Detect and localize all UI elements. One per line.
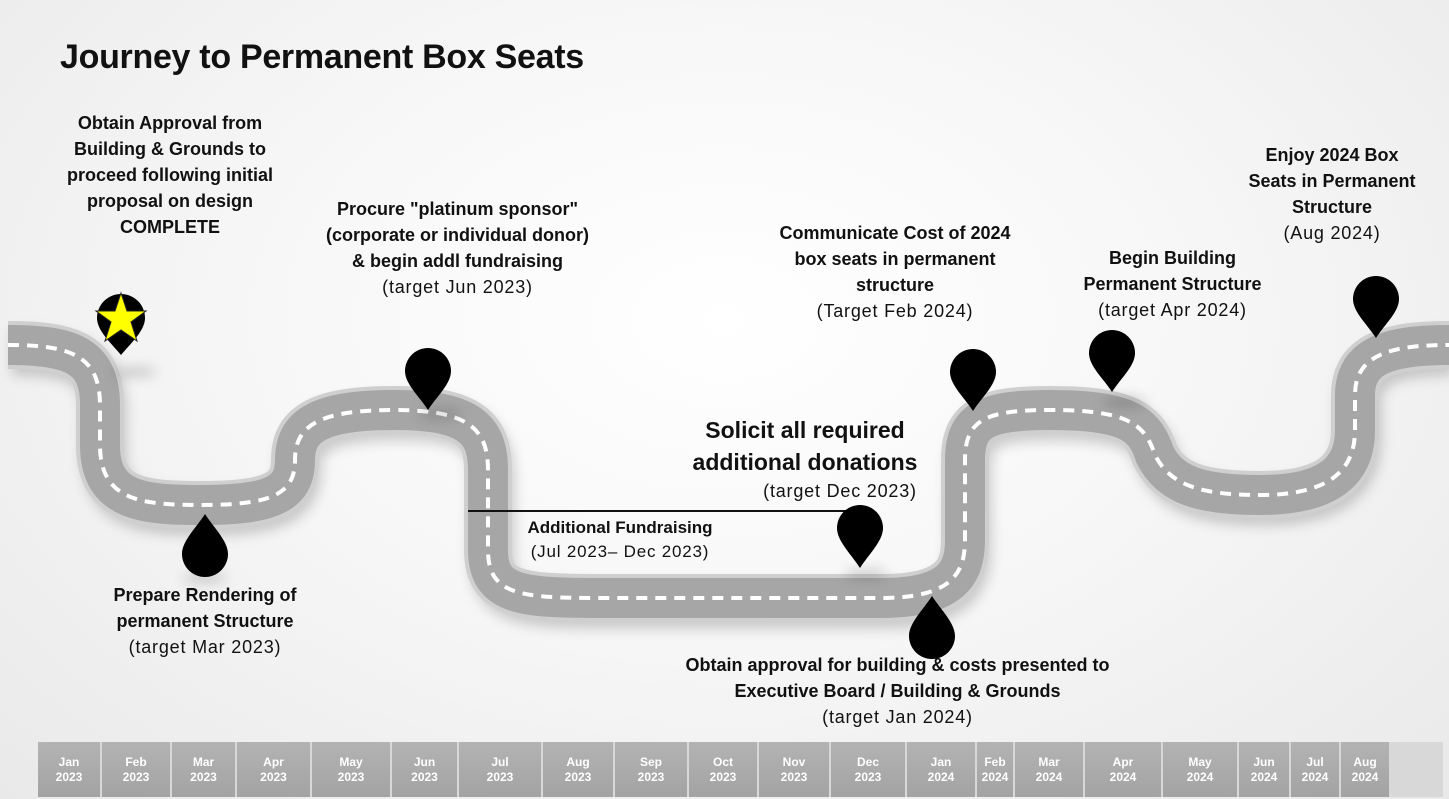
- map-pin-icon: [405, 348, 451, 410]
- milestone-solicit-donations: Solicit all required additional donation…: [680, 414, 930, 504]
- milestone-platinum-sponsor: Procure "platinum sponsor" (corporate or…: [325, 196, 590, 300]
- map-pin-icon: [837, 505, 883, 568]
- star-icon: [94, 291, 148, 355]
- milestone-title: Begin Building Permanent Structure: [1083, 248, 1262, 294]
- map-pin-icon: [182, 514, 228, 577]
- map-pin-icon: [950, 349, 996, 411]
- milestone-title: Communicate Cost of 2024 box seats in pe…: [779, 223, 1011, 295]
- milestone-title: Additional Fundraising: [527, 518, 713, 537]
- road-diagram: [7, 276, 1449, 659]
- map-pin-icon: [1353, 276, 1399, 338]
- milestone-title: Prepare Rendering of permanent Structure: [113, 585, 297, 631]
- milestone-additional-fundraising: Additional Fundraising (Jul 2023– Dec 20…: [500, 516, 740, 564]
- page-title: Journey to Permanent Box Seats: [60, 38, 584, 76]
- milestone-begin-building: Begin Building Permanent Structure (targ…: [1070, 245, 1275, 323]
- milestone-date: (Jul 2023– Dec 2023): [530, 542, 710, 561]
- milestone-date: (target Apr 2024): [1098, 300, 1247, 320]
- milestone-date: (Aug 2024): [1283, 223, 1381, 243]
- lane-marking: [7, 343, 1449, 600]
- map-pin-icon: [909, 596, 955, 659]
- milestone-exec-board-approval: Obtain approval for building & costs pre…: [650, 652, 1145, 730]
- milestone-approval-complete: Obtain Approval from Building & Grounds …: [40, 110, 300, 240]
- map-pin-icon: [1089, 330, 1135, 392]
- milestone-title: Solicit all required additional donation…: [692, 417, 918, 475]
- milestone-date: (Target Feb 2024): [816, 301, 974, 321]
- milestone-title: Obtain approval for building & costs pre…: [685, 655, 1110, 701]
- milestone-communicate-cost: Communicate Cost of 2024 box seats in pe…: [775, 220, 1015, 324]
- milestone-title: Enjoy 2024 Box Seats in Permanent Struct…: [1248, 145, 1416, 217]
- milestone-date: (target Jan 2024): [822, 707, 973, 727]
- milestone-title: Obtain Approval from Building & Grounds …: [66, 113, 273, 237]
- milestone-rendering: Prepare Rendering of permanent Structure…: [85, 582, 325, 660]
- milestone-enjoy-box-seats: Enjoy 2024 Box Seats in Permanent Struct…: [1248, 142, 1416, 246]
- milestone-date: (target Jun 2023): [382, 277, 533, 297]
- milestone-date: (target Mar 2023): [128, 637, 282, 657]
- milestone-date: (target Dec 2023): [763, 481, 917, 501]
- milestone-title: Procure "platinum sponsor" (corporate or…: [325, 199, 589, 271]
